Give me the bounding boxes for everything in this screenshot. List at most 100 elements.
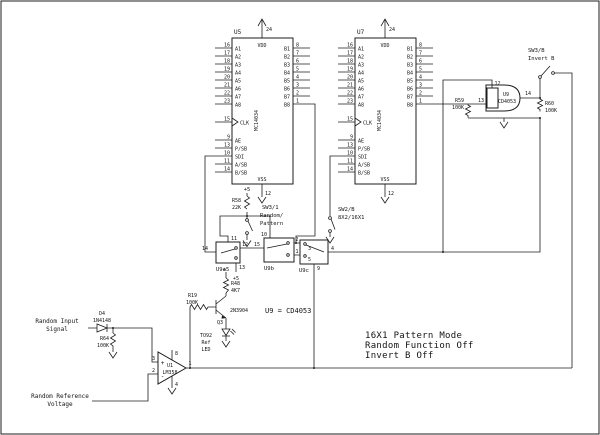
pin-number: 22: [347, 91, 353, 97]
pin-number: 13: [347, 143, 353, 149]
pin-number: 24: [389, 27, 395, 33]
pin-name: B/SB: [358, 171, 370, 177]
pin-name: A1: [358, 47, 364, 53]
pin-number: 13: [224, 143, 230, 149]
switch-arm: [220, 248, 236, 254]
emitter-arrow-icon: [221, 315, 226, 319]
resistor-ref: R19: [188, 293, 197, 299]
pin-number: 12: [495, 81, 501, 87]
opamp-ref: U1: [167, 363, 173, 369]
pin-number: 12: [265, 191, 271, 197]
diode-ref: D4: [99, 311, 105, 317]
pin-row: 20 A5: [338, 75, 364, 85]
pin-name: B7: [284, 95, 290, 101]
resistor-ref: R48: [231, 281, 240, 287]
pin-name: B4: [284, 71, 290, 77]
resistor-r58: [243, 195, 251, 210]
pin-name: B6: [407, 87, 413, 93]
resistor-ref: R60: [545, 101, 554, 107]
pin-name: A1: [235, 47, 241, 53]
pin-row: 2 B7: [407, 91, 433, 101]
pin-number: 5: [419, 67, 422, 73]
switch-arm: [305, 244, 325, 253]
pin-row: 21 A6: [338, 83, 364, 93]
switch-arm: [330, 218, 336, 230]
resistor-value: 4K7: [231, 288, 240, 294]
pin-number: 3: [308, 246, 311, 252]
resistor-value: 100K: [545, 108, 557, 114]
pin-number: 2: [296, 91, 299, 97]
pin-row: 22 A7: [215, 91, 241, 101]
pin-number: 14: [525, 91, 531, 97]
pin-name: B/SB: [235, 171, 247, 177]
power-arrow-icon: [257, 18, 267, 27]
pin-number: 8: [296, 43, 299, 49]
invert-b-section: R59 100K U9 CD4053 12 13 14 R60 100K SW3…: [452, 48, 557, 118]
pin-row: 16 A1: [338, 43, 364, 53]
pin-number: 2: [152, 368, 155, 374]
pin-row: 13 P/SB: [215, 143, 247, 153]
pin-row: 19 A4: [338, 67, 364, 77]
pin-number: 17: [347, 51, 353, 57]
pin-name: A4: [358, 71, 364, 77]
pin-number: 4: [419, 75, 422, 81]
pin-number: 4: [331, 246, 334, 252]
u9-note: U9 = CD4053: [265, 307, 311, 315]
pin-row: 23 A8: [338, 99, 364, 109]
pin-row: 6 B3: [284, 59, 310, 69]
io-label-line: Voltage: [47, 401, 73, 408]
pin-row: 14 B/SB: [338, 167, 370, 177]
switch-arm: [247, 220, 253, 232]
resistor-r59: [464, 104, 472, 118]
ground-icon: [108, 351, 118, 359]
pin-row: 18 A3: [338, 59, 364, 69]
switch-contact: [245, 231, 249, 235]
ic-part-number: MC14034: [254, 110, 260, 131]
pin-number: 16: [347, 43, 353, 49]
pin-number: 20: [347, 75, 353, 81]
pin-number: 10: [261, 232, 267, 238]
ground-icon: [325, 236, 335, 244]
pin-number: 15: [224, 117, 230, 123]
ground-symbols: [108, 121, 509, 395]
opamp-part: LM358: [162, 370, 177, 376]
pin-row: 16 A1: [215, 43, 241, 53]
pin-number: 9: [317, 266, 320, 272]
pin-name: P/SB: [235, 147, 247, 153]
wires: [88, 72, 573, 402]
resistor-value: 100K: [97, 343, 109, 349]
mode-note-line: Random Function Off: [365, 341, 474, 351]
transistor-part: 2N3904: [230, 308, 248, 314]
ground-icon: [380, 196, 390, 204]
pin-name: A2: [235, 55, 241, 61]
pin-name: B6: [284, 87, 290, 93]
pin-number: 2: [419, 91, 422, 97]
pin-number: 6: [296, 59, 299, 65]
switch-label: SW2/B: [338, 207, 355, 213]
mux-body: [299, 239, 329, 265]
clk-pin: 15 CLK: [215, 117, 249, 127]
pin-row: 17 A2: [215, 51, 241, 61]
pin-number: 8: [175, 351, 178, 357]
pin-number: 6: [419, 59, 422, 65]
switch-label: Pattern: [260, 221, 283, 227]
pin-name: VDD: [257, 43, 266, 49]
resistor-r64: [109, 332, 117, 350]
switch-contact: [538, 75, 542, 79]
pin-name: SDI: [235, 155, 244, 161]
pin-name: A/SB: [358, 163, 370, 169]
pin-row: 9 AE: [338, 135, 364, 145]
pin-row: 19 A4: [215, 67, 241, 77]
ground-icon: [257, 196, 267, 204]
pin-number: 12: [388, 191, 394, 197]
pin-row: 6 B3: [407, 59, 433, 69]
pin-number: 3: [419, 83, 422, 89]
ic-body: [231, 37, 294, 185]
pin-name: A5: [358, 79, 364, 85]
pin-number: 9: [227, 135, 230, 141]
pin-name: B1: [407, 47, 413, 53]
mux-u9b: 15 10 2 1 U9b: [254, 232, 299, 272]
mux-u9a: 11 14 12 13 U9a +5: [202, 236, 248, 282]
